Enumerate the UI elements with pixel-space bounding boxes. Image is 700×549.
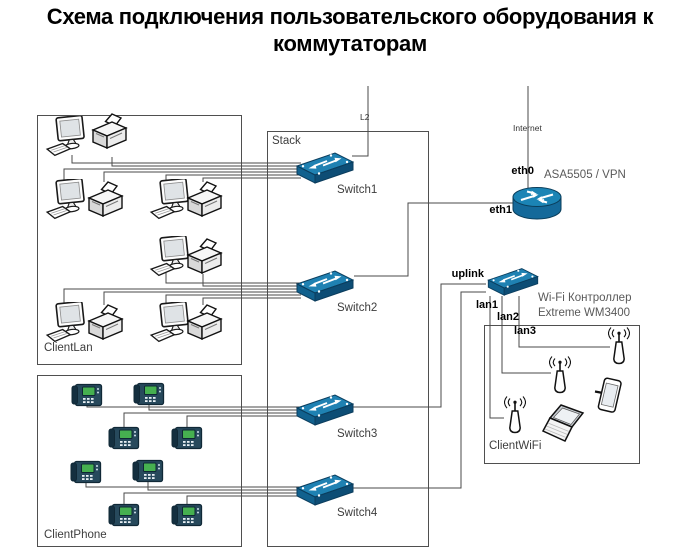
stack-group-box [267,131,429,547]
tablet-icon [594,377,624,415]
lan1-label: lan1 [476,299,499,311]
edge-lan2-ap2 [501,296,551,374]
edge-lan3-ap1 [518,296,610,348]
wifi-controller-icon [486,266,540,296]
l2-label: L2 [360,112,370,122]
access-point-icon [504,395,526,437]
wifi-controller-label-line1: Wi-Fi Контроллер [538,292,632,304]
switch3-label: Switch3 [337,428,378,440]
switch1-icon [296,150,354,184]
computer-icon [45,116,89,158]
computer-icon [45,302,89,344]
clientphone-label: ClientPhone [44,529,107,541]
access-point-icon [608,326,630,368]
switch4-label: Switch4 [337,507,378,519]
switch2-icon [296,268,354,302]
edge-switch4-uplink [352,291,486,489]
title-line-2: коммутаторам [273,30,427,56]
uplink-label: uplink [451,268,484,280]
printer-icon [183,304,225,348]
laptop-icon [542,404,586,444]
printer-icon [183,181,225,225]
asa5505-router-icon [511,184,563,222]
edge-lan1-ap3 [489,296,504,419]
access-point-icon [549,355,571,397]
diagram-title: Схема подключения пользовательского обор… [0,4,700,58]
ip-phone-icon [171,426,203,450]
clientwifi-group-box [484,325,640,464]
bundle-clientphone-switch4 [85,481,301,504]
printer-icon [84,181,126,225]
clientwifi-label: ClientWiFi [489,440,542,452]
computer-icon [45,179,89,221]
bundle-clientphone-switch3 [86,403,301,427]
lan3-label: lan3 [514,325,537,337]
ip-phone-icon [108,426,140,450]
switch3-icon [296,392,354,426]
eth1-label: eth1 [489,204,512,216]
clientlan-group-box [37,115,242,365]
switch2-label: Switch2 [337,302,378,314]
title-line-1: Схема подключения пользовательского обор… [46,4,654,29]
clientphone-group-box [37,375,242,547]
lan2-label: lan2 [497,311,520,323]
ip-phone-icon [171,503,203,527]
edge-l2-switch1 [352,86,369,157]
internet-label: Internet [513,123,542,133]
printer-icon [183,238,225,282]
ip-phone-icon [71,383,103,407]
wifi-controller-label-line2: Extreme WM3400 [538,307,631,319]
printer-icon [88,113,130,157]
bundle-clientlan-switch1 [63,155,301,182]
ip-phone-icon [133,382,165,406]
router-label: ASA5505 / VPN [544,169,626,181]
ip-phone-icon [70,460,102,484]
bundle-clientlan-switch2 [63,272,301,305]
clientlan-label: ClientLan [44,342,93,354]
ip-phone-icon [132,459,164,483]
switch1-label: Switch1 [337,184,378,196]
edge-switch3-uplink [352,283,486,408]
stack-label: Stack [272,135,301,147]
ip-phone-icon [108,503,140,527]
switch4-icon [296,472,354,506]
edge-eth1-switch2 [354,202,513,277]
eth0-label: eth0 [511,165,534,177]
